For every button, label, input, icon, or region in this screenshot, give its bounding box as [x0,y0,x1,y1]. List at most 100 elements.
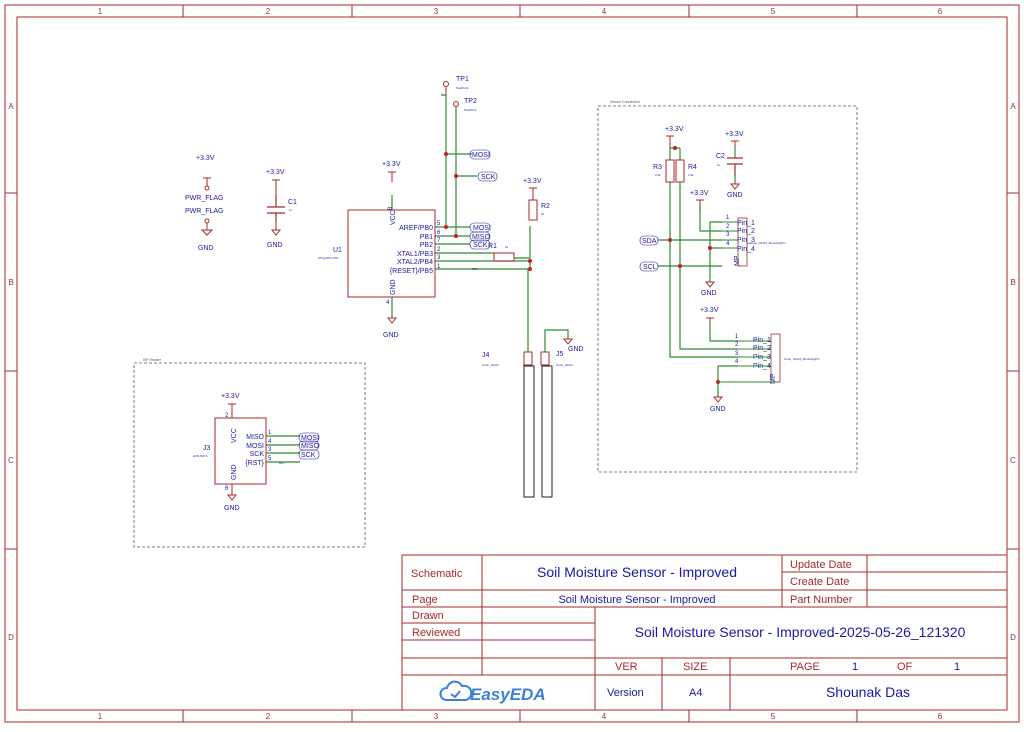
net-3v3: +3.3V [665,126,684,133]
tb-size-label: SIZE [683,661,707,673]
u1-pin-pb1: PB1 [420,234,433,241]
col-label: 5 [771,7,776,16]
ground-symbols [226,183,741,501]
tb-ver-label: VER [615,661,638,673]
net-3v3: +3.3V [725,131,744,138]
j3-pin-num: 5 [268,456,272,462]
net-gnd: GND [198,245,214,252]
row-label: D [8,633,14,642]
brand-name: EasyEDA [470,685,546,704]
frame-labels: 1 2 3 4 5 6 1 2 3 4 5 6 A B C D A B C D [8,7,1016,721]
u1-pin-num: 4 [386,300,390,306]
u1-attiny[interactable]: U1 ATtiny85V-10S VCC GND AREF/PB0 PB1 PB… [318,206,441,306]
probe-connectors[interactable] [523,351,553,498]
conn-a-pin-num: 4 [726,241,730,247]
tb-update-date-label: Update Date [790,559,852,571]
j3-pin-vcc: VCC [231,428,238,443]
tb-page-name: Soil Moisture Sensor - Improved [558,594,715,606]
net-3v3: +3.3V [700,307,719,314]
c1-capacitor[interactable] [267,195,285,222]
tb-title: Soil Moisture Sensor - Improved [537,564,737,580]
u1-pin-num: 1 [437,264,441,270]
net-sck: SCK [473,242,488,249]
net-miso: MISO [472,234,490,241]
pwr-flag-label: PWR_FLAG [185,195,224,202]
sensor-connector-a[interactable] [737,217,748,267]
u1-pin-pb2: PB2 [420,242,433,249]
j3-pin-miso: MISO [246,434,264,441]
j3-pin-num: 4 [268,439,272,445]
r4-value: 3.3k [688,173,694,177]
j5-value: Conn_01x01 [556,363,573,367]
net-rst: RST [279,461,285,465]
j5-ref: J5 [556,351,564,358]
tb-page-number: 1 [852,661,858,673]
easyeda-logo: EasyEDA [439,680,546,704]
conn-b-pin-num: 3 [735,351,739,357]
net-gnd: GND [267,242,283,249]
u1-pin-xtal1: XTAL1/PB3 [397,251,433,258]
u1-pin-num: 5 [437,221,441,227]
net-miso: MISO [301,443,319,450]
group-boxes [133,105,858,548]
u1-pin-num: 2 [437,247,441,253]
r2-value: 1k [541,212,545,216]
conn-a-pin-num: 3 [726,232,730,238]
u1-pin-aref: AREF/PB0 [399,225,433,232]
tb-author: Shounak Das [826,684,910,700]
conn-a-pin-num: 2 [726,224,730,230]
sensor-connectors-box [597,105,858,473]
power-symbols [203,135,739,418]
net-mosi: MOSI [472,152,490,159]
row-label: A [1010,102,1016,111]
r4-resistor [675,159,685,183]
tp2-ref: TP2 [464,98,477,105]
col-label: 4 [602,7,607,16]
u1-pin-num: 7 [437,238,441,244]
row-label: D [1010,633,1016,642]
pwr-flag-gnd [200,218,214,236]
conn-a-value: Conn_01x04_MountingPin [750,241,786,245]
u1-ref: U1 [333,247,342,254]
j3-pin-num: 3 [268,447,272,453]
net-gnd: GND [383,332,399,339]
net-rst: RST [472,267,478,271]
j3-pin-gnd: GND [231,464,238,480]
u1-pin-vcc: VCC [390,210,397,225]
j3-isp-connector[interactable] [214,417,267,485]
j3-pin-rst: {RST} [245,460,264,467]
resistors[interactable] [493,159,685,262]
c2-capacitor[interactable] [727,157,743,175]
tb-reviewed-label: Reviewed [412,627,460,639]
net-scl: SCL [643,264,657,271]
pwr-flag-label: PWR_FLAG [185,208,224,215]
row-label: B [1010,278,1015,287]
tb-file-name: Soil Moisture Sensor - Improved-2025-05-… [635,624,966,640]
j3-pin-num: 6 [225,486,229,492]
r4-ref: R4 [688,164,697,171]
tb-size-value: A4 [689,687,702,699]
j4-value: Conn_01x01 [482,363,499,367]
test-points[interactable] [443,81,459,110]
c1-ref: C1 [288,199,297,206]
conn-a-mp: MP [734,255,741,266]
u1-pin-num: 6 [437,230,441,236]
c2-ref: C2 [716,153,725,160]
u1-body [347,209,436,298]
conn-a-pin: Pin_3 [737,237,755,244]
u1-pin-reset: {RESET}/PB5 [390,268,433,275]
j3-ref: J3 [203,445,211,452]
j3-body [214,417,267,485]
conn-a-pin: Pin_1 [737,220,755,227]
net-mosi: MOSI [473,225,491,232]
col-label: 4 [602,712,607,721]
net-gnd: GND [701,290,717,297]
cloud-icon [439,680,473,701]
net-gnd: GND [224,505,240,512]
net-sck: SCK [481,174,496,181]
conn-b-pin-num: 1 [735,334,739,340]
j3-pin-num: 2 [225,413,229,419]
u1-pin-num: 3 [437,255,441,261]
